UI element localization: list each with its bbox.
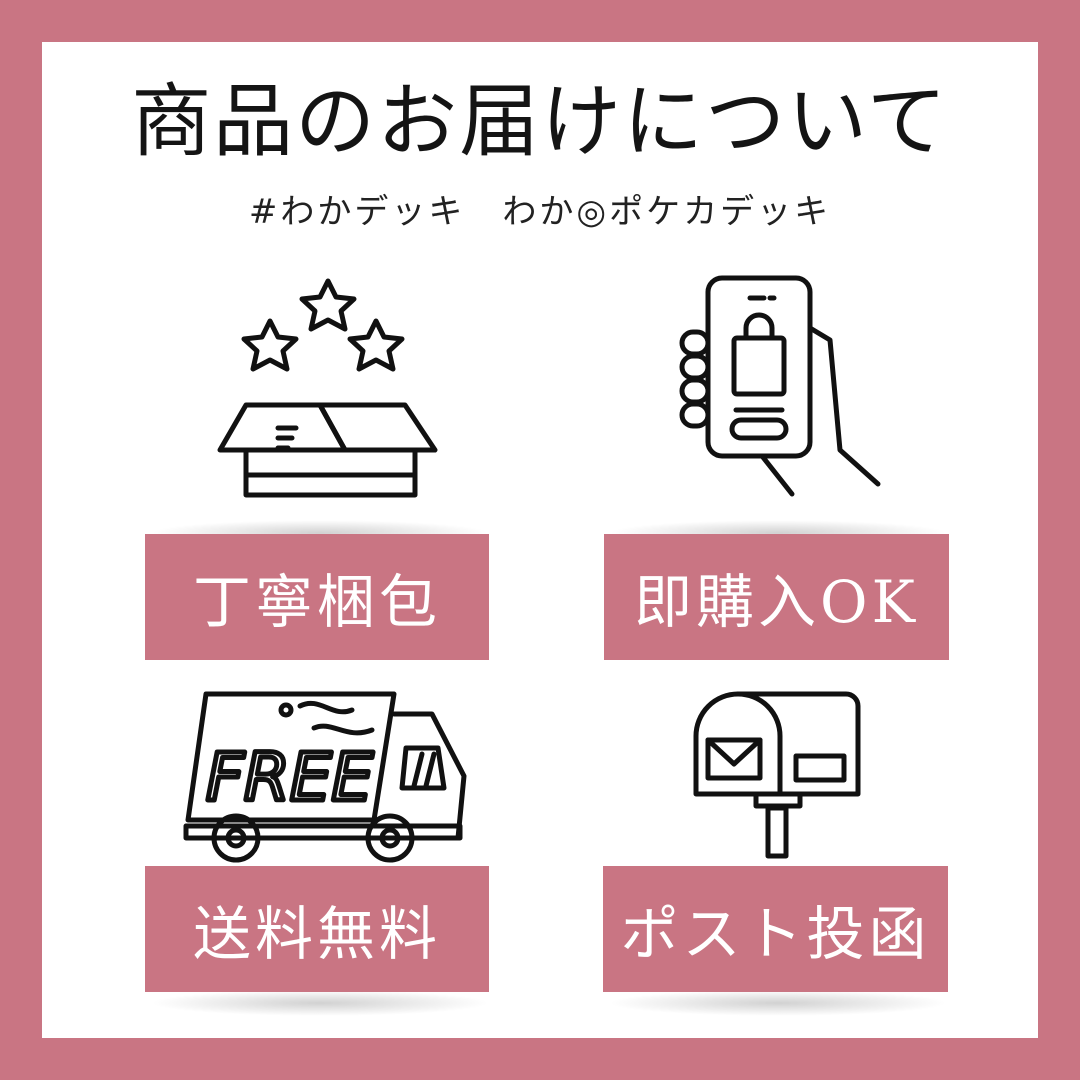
feature-label-free-shipping: 送料無料	[145, 866, 489, 992]
feature-label-instant-purchase: 即購入OK	[604, 534, 949, 660]
feature-label-careful-packing: 丁寧梱包	[145, 534, 489, 660]
mailbox-icon	[690, 690, 870, 865]
truck-free-text: FREE	[206, 739, 374, 816]
label-shadow	[608, 990, 948, 1016]
box-with-stars-icon	[200, 275, 450, 505]
hashtag-subtitle: #わかデッキ わか◎ポケカデッキ	[248, 192, 832, 232]
page-title: 商品のお届けについて	[131, 75, 949, 168]
feature-label-post-delivery: ポスト投函	[603, 866, 948, 992]
free-shipping-truck-icon: FREE	[182, 688, 472, 868]
label-shadow	[150, 990, 490, 1016]
phone-shopping-icon	[672, 272, 892, 502]
